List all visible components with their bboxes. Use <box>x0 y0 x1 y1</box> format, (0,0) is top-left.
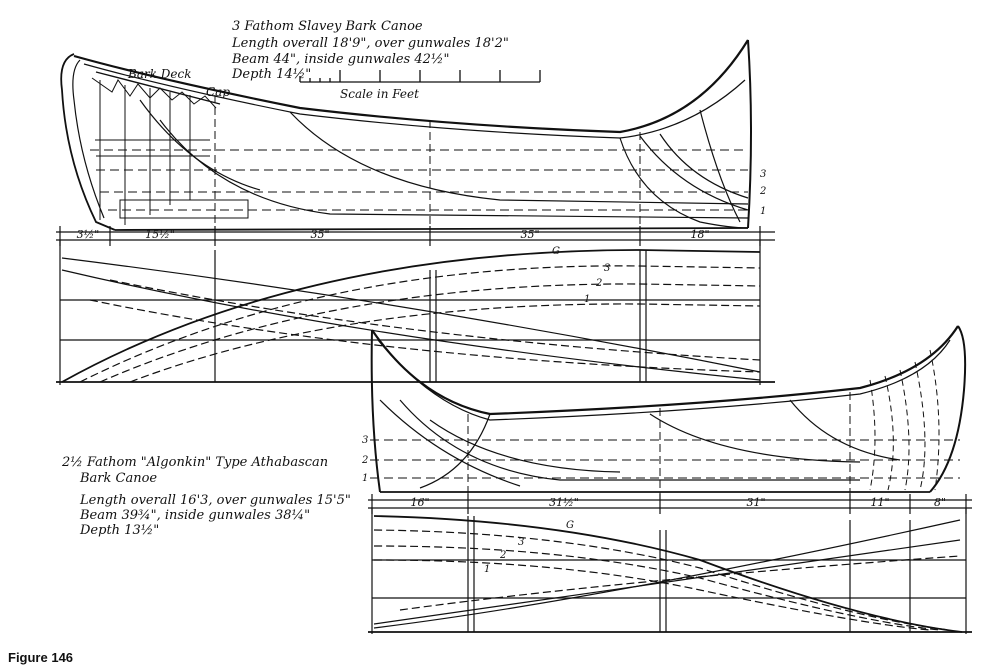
lower-spec-1: Length overall 16'3, over gunwales 15'5" <box>79 493 351 508</box>
lower-dim-2: 31½" <box>549 496 579 509</box>
upper-spec-2: Beam 44", inside gunwales 42½" <box>231 52 449 67</box>
upper-dim-1: 3½" <box>77 228 100 241</box>
upper-wl-1: 1 <box>760 206 766 217</box>
lower-wl-3: 3 <box>362 435 368 446</box>
figure-caption: Figure 146 <box>8 650 73 665</box>
lower-plan-g: G <box>566 520 574 531</box>
upper-plan-2: 2 <box>595 278 602 289</box>
upper-dim-4: 35" <box>520 228 539 241</box>
upper-wl-2: 2 <box>759 186 766 197</box>
upper-bottom <box>114 227 749 231</box>
label-bark-deck: Bark Deck <box>127 67 192 81</box>
upper-stem-left-inner <box>72 59 105 219</box>
lower-dim-4: 11" <box>870 496 889 509</box>
label-cap: Cap <box>206 85 230 99</box>
upper-profile <box>60 39 752 235</box>
upper-spec-1: Length overall 18'9", over gunwales 18'2… <box>231 36 509 51</box>
upper-plan-1: 1 <box>584 294 590 305</box>
lower-dim-1: 16" <box>410 496 429 509</box>
lower-wl-1: 1 <box>362 473 368 484</box>
lower-wl-2: 2 <box>361 455 368 466</box>
lower-spec-3: Depth 13½" <box>79 523 159 538</box>
scale-bar <box>299 70 541 83</box>
upper-spec-3: Depth 14½" <box>231 67 311 82</box>
lower-dim-5: 8" <box>934 496 946 509</box>
lower-profile <box>370 325 967 500</box>
upper-title: 3 Fathom Slavey Bark Canoe <box>232 19 423 34</box>
upper-dim-3: 35" <box>310 228 329 241</box>
upper-sheer-inner <box>83 63 746 139</box>
lower-plan-1: 1 <box>484 564 490 575</box>
lower-dim-3: 31" <box>746 496 765 509</box>
upper-baseline <box>56 226 775 246</box>
upper-dim-5: 18" <box>690 228 709 241</box>
upper-stem-right <box>747 39 752 229</box>
upper-dim-2: 15½" <box>145 228 175 241</box>
upper-plan-3: 3 <box>604 263 610 274</box>
lower-title-2: Bark Canoe <box>79 471 157 486</box>
upper-stem-left <box>60 53 116 231</box>
upper-stem-right-inner <box>619 137 749 229</box>
lower-title-1: 2½ Fathom "Algonkin" Type Athabascan <box>61 455 328 470</box>
lower-spec-2: Beam 39¾", inside gunwales 38¼" <box>79 508 310 523</box>
scale-label: Scale in Feet <box>340 87 419 101</box>
lower-plan <box>368 508 972 634</box>
lower-plan-2: 2 <box>499 550 506 561</box>
upper-sheer <box>73 39 749 134</box>
upper-wl-3: 3 <box>760 169 766 180</box>
lower-plan-3: 3 <box>518 537 524 548</box>
upper-plan-g: G <box>552 246 560 257</box>
upper-plan <box>56 240 775 385</box>
